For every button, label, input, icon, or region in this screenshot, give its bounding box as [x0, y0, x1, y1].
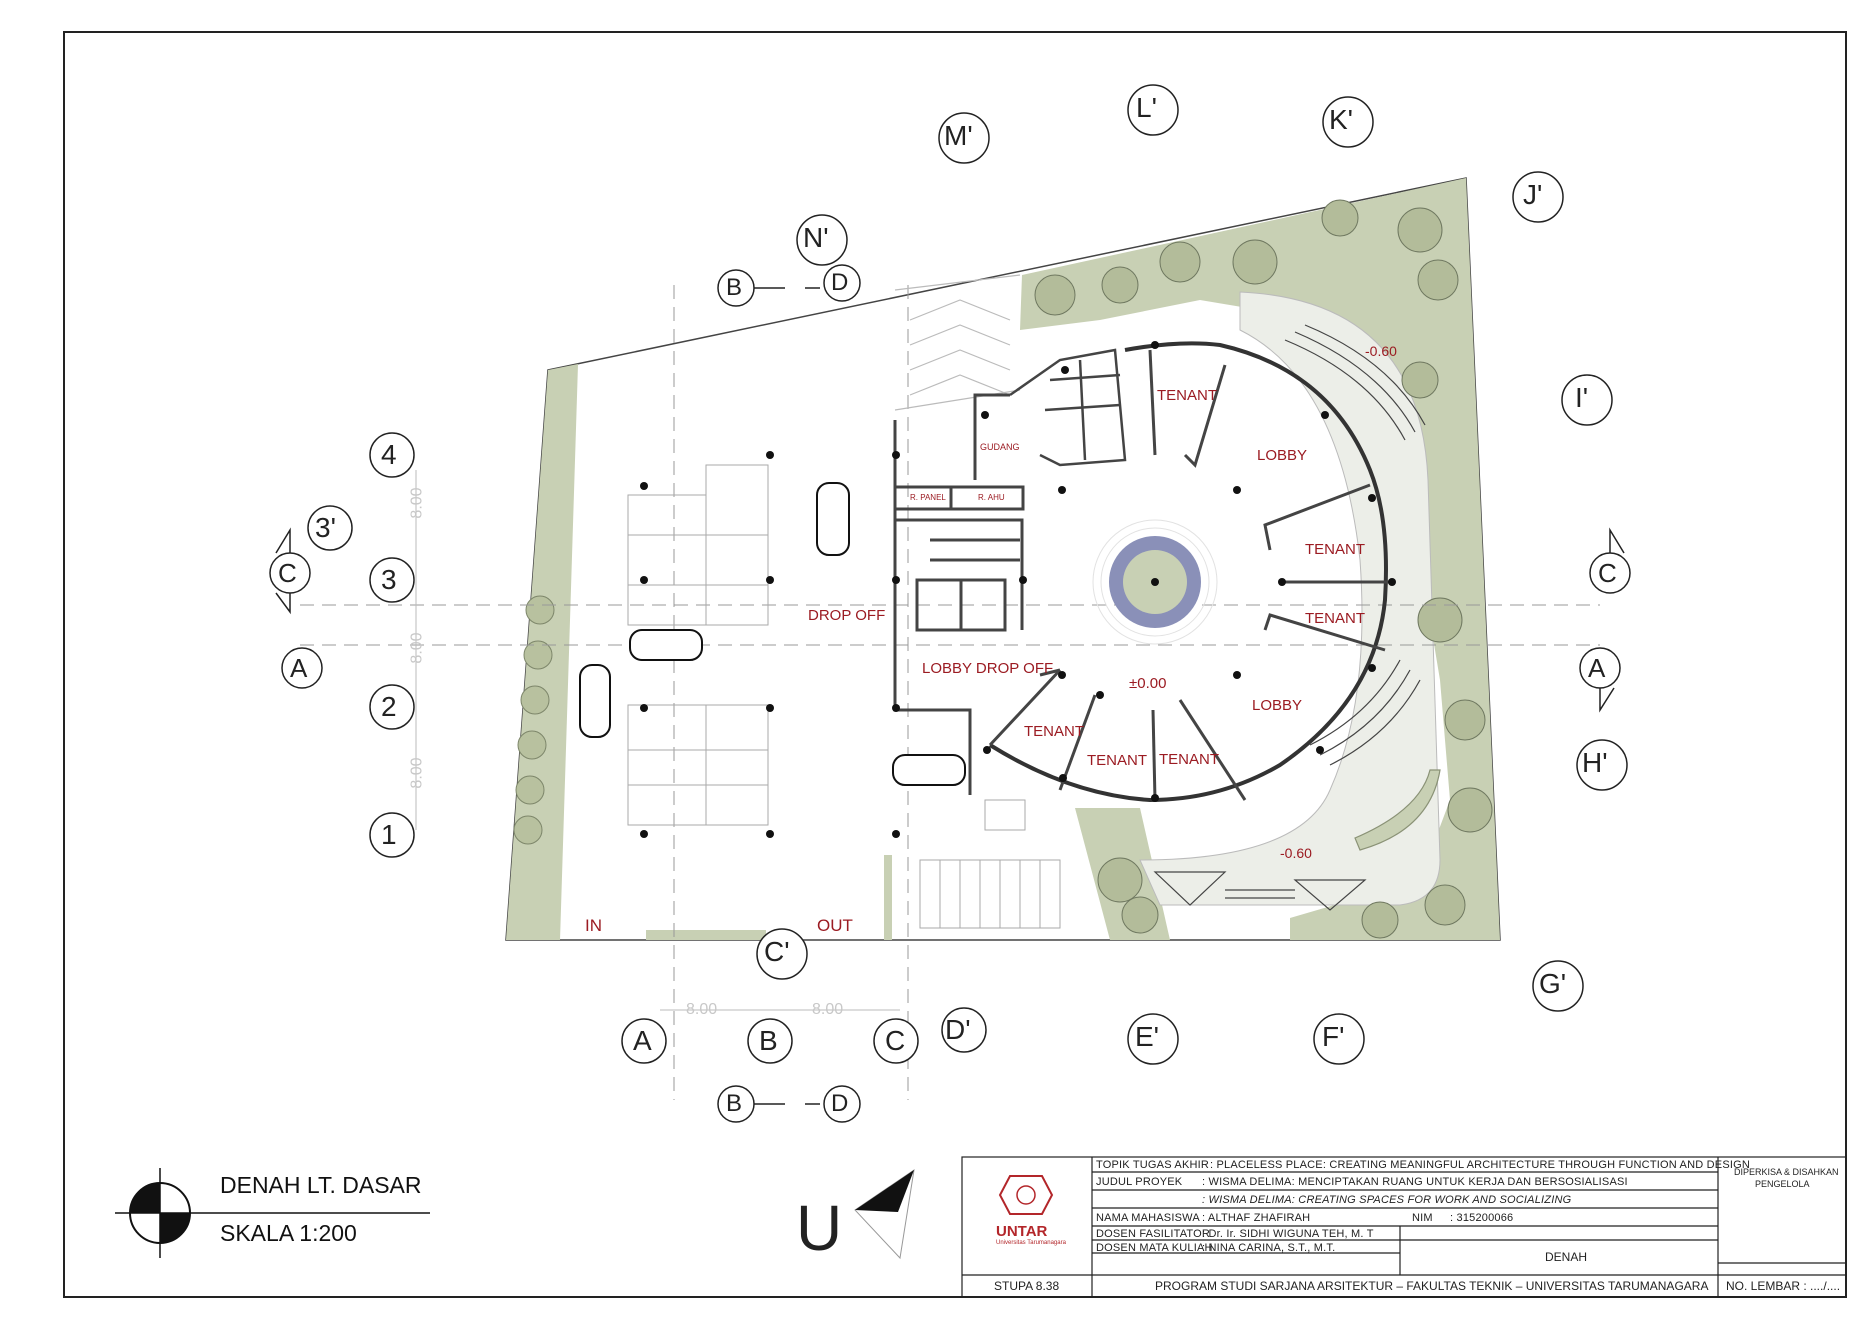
tb-judul-value-1: : WISMA DELIMA: MENCIPTAKAN RUANG UNTUK … [1202, 1176, 1628, 1188]
service-core [893, 393, 1025, 795]
room-tenant-3: TENANT [1305, 610, 1365, 627]
grid-j-prime: J' [1523, 179, 1543, 210]
dim-horizontal-1: 8.00 [686, 1001, 718, 1018]
grid-bubbles [269, 84, 1631, 1123]
plaza-steps [1153, 324, 1441, 911]
tb-lembar: NO. LEMBAR : ..../.... [1726, 1279, 1841, 1293]
tb-topik-label: TOPIK TUGAS AKHIR [1096, 1159, 1210, 1171]
circular-building [988, 341, 1395, 803]
grid-col-dp: D' [945, 1014, 971, 1045]
sheet-border [63, 31, 1847, 1298]
dim-vertical-2: 8.00 [408, 632, 426, 664]
columns [640, 341, 1396, 838]
grid-c-prime: C' [764, 936, 790, 967]
section-bottom-b: B [726, 1090, 743, 1117]
dimension-lines [415, 470, 900, 1011]
grid-col-c: C [885, 1025, 906, 1056]
untar-logo [998, 1175, 1054, 1215]
trees-east [1034, 199, 1493, 939]
grid-l-prime: L' [1136, 92, 1157, 123]
section-bottom-d: D [831, 1090, 849, 1117]
room-lobby-1: LOBBY [1257, 447, 1308, 464]
tb-mk-label: DOSEN MATA KULIAH [1096, 1242, 1213, 1254]
grid-col-b: B [759, 1025, 778, 1056]
drawing-title: DENAH LT. DASAR [220, 1172, 422, 1198]
landscape-strip-out [884, 855, 892, 940]
tb-program: PROGRAM STUDI SARJANA ARSITEKTUR – FAKUL… [1155, 1279, 1709, 1293]
grid-n-prime: N' [803, 222, 829, 253]
title-block-frame [961, 1156, 1847, 1298]
section-arrows [275, 287, 1625, 1105]
grid-g-prime: G' [1539, 968, 1567, 999]
grid-row-3p: 3' [315, 512, 336, 543]
grid-row-4: 4 [381, 439, 397, 470]
north-label: U [796, 1192, 843, 1264]
logo-name: UNTAR [996, 1223, 1048, 1240]
tb-approval: DIPERKISA & DISAHKAN [1734, 1167, 1839, 1177]
tb-nim-value: : 315200066 [1450, 1212, 1514, 1224]
tb-sheet-title: DENAH [1545, 1250, 1588, 1264]
title-symbol [115, 1168, 430, 1258]
grid-row-3: 3 [381, 564, 397, 595]
grid-m-prime: M' [944, 120, 973, 151]
north-arrow-fill [855, 1170, 914, 1212]
grid-row-1: 1 [381, 819, 397, 850]
tb-nama-label: NAMA MAHASISWA [1096, 1212, 1200, 1224]
grid-col-a: A [633, 1025, 652, 1056]
grid-row-2: 2 [381, 691, 397, 722]
grid-right-a: A [1588, 653, 1606, 683]
grid-e-prime: E' [1135, 1021, 1160, 1052]
room-tenant-5: TENANT [1087, 752, 1147, 769]
trees-west [513, 595, 555, 845]
dim-vertical-3: 8.00 [408, 757, 426, 789]
tb-approval-2: PENGELOLA [1755, 1179, 1810, 1189]
grid-h-prime: H' [1582, 747, 1608, 778]
room-tenant-4: TENANT [1024, 723, 1084, 740]
room-gudang: GUDANG [980, 442, 1020, 452]
room-r-ahu: R. AHU [978, 493, 1005, 502]
toilet-block [1009, 348, 1127, 467]
grid-i-prime: I' [1575, 382, 1589, 413]
section-top-d: D [831, 269, 849, 296]
room-drop-off: DROP OFF [808, 607, 886, 624]
tb-judul-value-2: : WISMA DELIMA: CREATING SPACES FOR WORK… [1202, 1194, 1572, 1206]
room-tenant-6: TENANT [1159, 751, 1219, 768]
room-lobby-2: LOBBY [1252, 697, 1303, 714]
tb-nama-value: : ALTHAF ZHAFIRAH [1202, 1212, 1311, 1224]
label-in: IN [585, 916, 602, 935]
logo-subtitle: Universitas Tarumanagara [996, 1240, 1066, 1246]
room-r-panel: R. PANEL [910, 493, 946, 502]
tb-topik-value: : PLACELESS PLACE: CREATING MEANINGFUL A… [1210, 1159, 1751, 1171]
parking-stalls [627, 464, 1061, 929]
ramp-chevrons [894, 274, 1021, 411]
grid-k-prime: K' [1329, 104, 1354, 135]
tb-nim-label: NIM [1412, 1212, 1433, 1224]
level-south-plaza: -0.60 [1280, 845, 1312, 861]
grid-left-c: C [278, 558, 297, 588]
tb-fasilitator-label: DOSEN FASILITATOR [1096, 1228, 1211, 1240]
dim-horizontal-2: 8.00 [812, 1001, 844, 1018]
grid-f-prime: F' [1322, 1021, 1345, 1052]
grid-left-a: A [290, 653, 308, 683]
level-north-plaza: -0.60 [1365, 343, 1397, 359]
landscape-strip-south [646, 930, 766, 940]
tb-judul-label: JUDUL PROYEK [1096, 1176, 1183, 1188]
plaza-paving [1139, 291, 1441, 906]
tb-fasilitator-value: : Dr. Ir. SIDHI WIGUNA TEH, M. T [1202, 1228, 1374, 1240]
section-top-b: B [726, 274, 743, 301]
room-lobby-drop-off: LOBBY DROP OFF [922, 660, 1054, 677]
label-out: OUT [817, 916, 853, 935]
dim-vertical-1: 8.00 [408, 487, 426, 519]
level-center: ±0.00 [1129, 675, 1167, 692]
tb-mk-value: : NINA CARINA, S.T., M.T. [1202, 1242, 1336, 1254]
grid-right-c: C [1598, 558, 1617, 588]
room-tenant-2: TENANT [1305, 541, 1365, 558]
room-tenant-1: TENANT [1157, 387, 1217, 404]
cars [579, 482, 966, 786]
tb-stupa: STUPA 8.38 [994, 1279, 1060, 1293]
drawing-scale: SKALA 1:200 [220, 1220, 357, 1246]
